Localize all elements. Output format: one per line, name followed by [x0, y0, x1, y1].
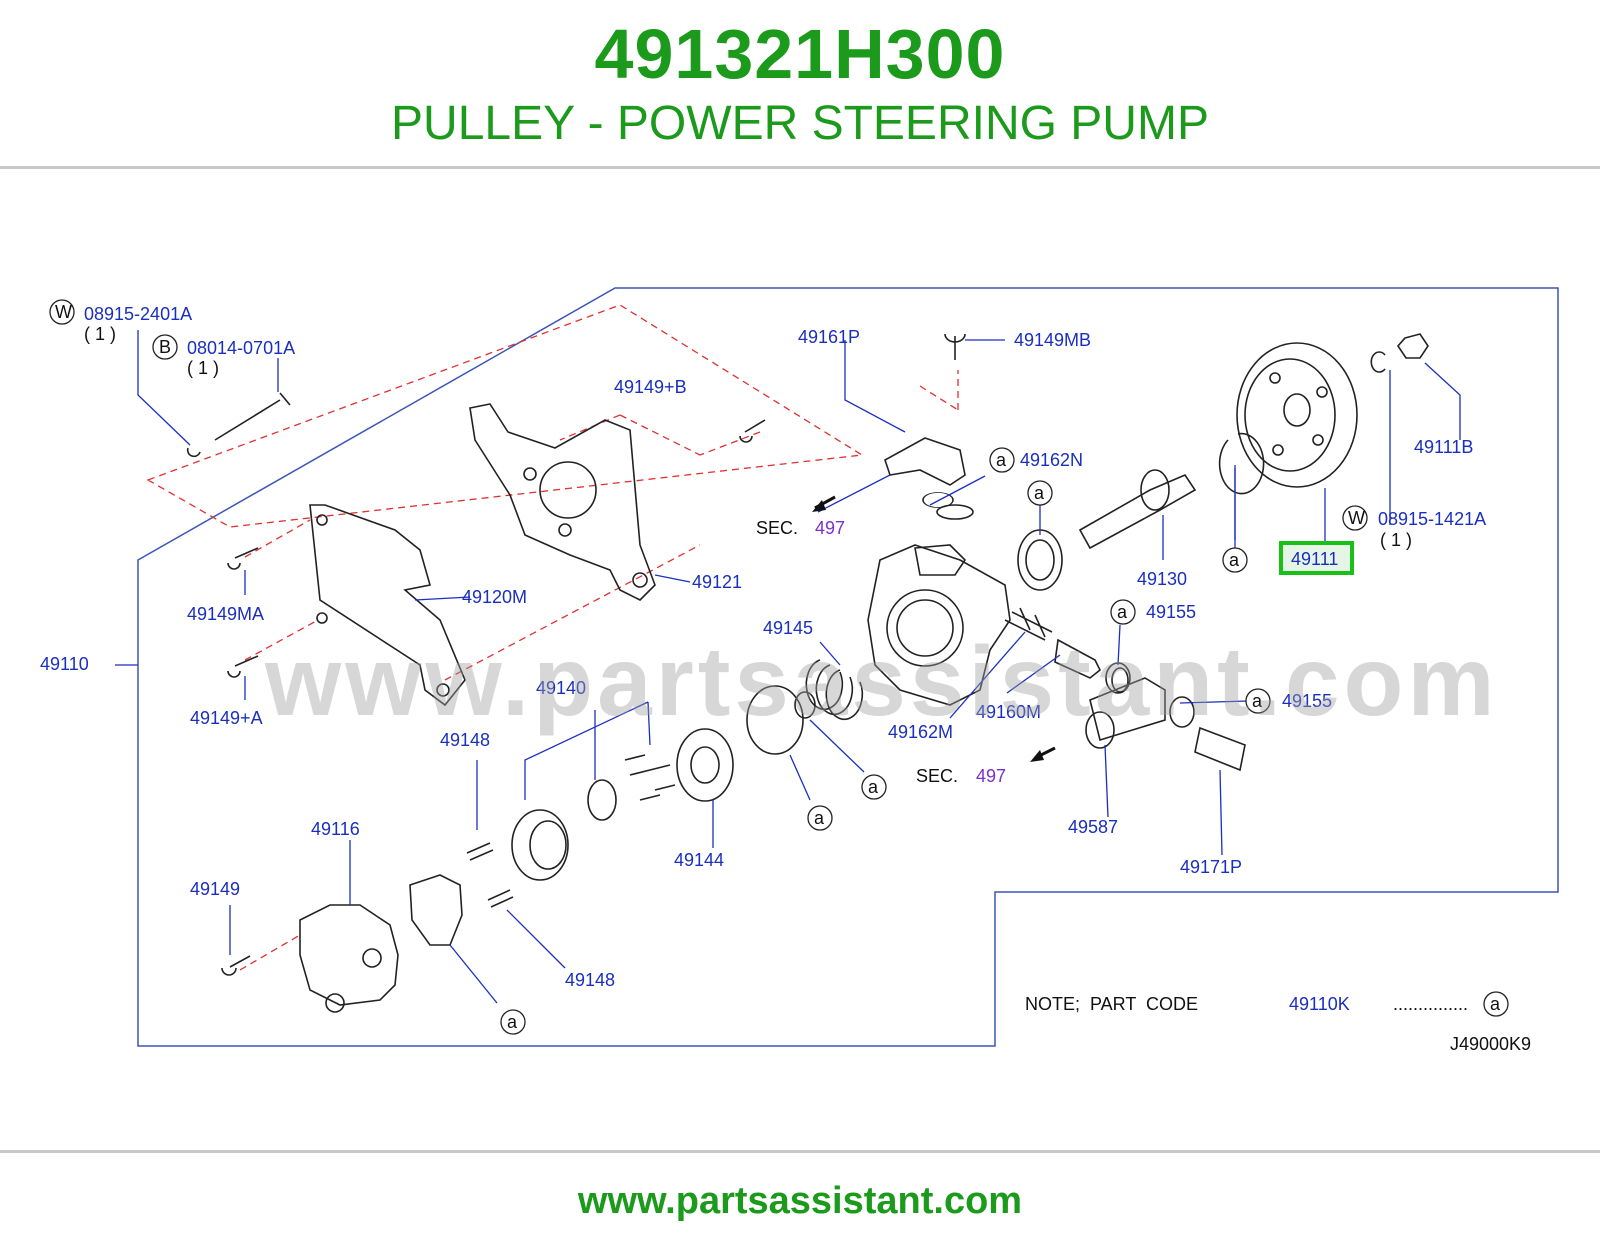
note-part-code[interactable]: 49110K: [1289, 994, 1350, 1014]
part-drawings: [186, 333, 1429, 1013]
callout-49145[interactable]: 49145: [763, 618, 813, 638]
callout-08915-2401A[interactable]: 08915-2401A: [84, 304, 192, 324]
callout-49148-b[interactable]: 49148: [565, 970, 615, 990]
note-block: NOTE; PART CODE 49110K ............... J…: [1025, 994, 1531, 1054]
callout-49171P[interactable]: 49171P: [1180, 857, 1242, 877]
footer-divider: [0, 1150, 1600, 1153]
marker-a-9: a: [1490, 994, 1501, 1014]
marker-a-group: a a a a a a a a a: [500, 447, 1509, 1035]
callout-49155-b[interactable]: 49155: [1282, 691, 1332, 711]
assembly-boundary: [137, 287, 1559, 1047]
callout-49587[interactable]: 49587: [1068, 817, 1118, 837]
callout-49121[interactable]: 49121: [692, 572, 742, 592]
callout-49110[interactable]: 49110: [40, 654, 89, 674]
callout-49149MB[interactable]: 49149MB: [1014, 330, 1091, 350]
callout-49149MA[interactable]: 49149MA: [187, 604, 264, 624]
callout-49148-a[interactable]: 49148: [440, 730, 490, 750]
marker-b: B: [159, 337, 171, 357]
callout-49149A[interactable]: 49149+A: [190, 708, 263, 728]
marker-a-7: a: [814, 808, 825, 828]
part-name-subtitle: PULLEY - POWER STEERING PUMP: [391, 97, 1209, 150]
section-arrows: [812, 495, 1056, 762]
callout-49111B[interactable]: 49111B: [1414, 437, 1473, 457]
leader-lines: [115, 330, 1461, 1004]
watermark: www.partsassistant.com: [265, 626, 1499, 736]
sec-ref-2-label: SEC.: [916, 766, 958, 786]
marker-a-5: a: [1252, 691, 1263, 711]
marker-a-2: a: [1034, 483, 1045, 503]
marker-w-1: W: [55, 302, 72, 322]
callout-08915-1421A[interactable]: 08915-1421A: [1378, 509, 1486, 529]
highlight-box-49111: [1279, 541, 1354, 575]
marker-a-6: a: [868, 777, 879, 797]
part-number-title: 491321H300: [594, 15, 1006, 93]
note-label: NOTE; PART CODE: [1025, 994, 1198, 1014]
qty-08915-2401A: ( 1 ): [84, 324, 116, 344]
callout-49111[interactable]: 49111: [1291, 549, 1338, 569]
marker-a-8: a: [507, 1012, 518, 1032]
callout-49160M[interactable]: 49160M: [976, 702, 1041, 722]
callout-49130[interactable]: 49130: [1137, 569, 1187, 589]
callout-49149[interactable]: 49149: [190, 879, 240, 899]
qty-08014-0701A: ( 1 ): [187, 358, 219, 378]
section-references: SEC. 497 SEC. 497: [756, 518, 1006, 786]
note-dots: ...............: [1393, 994, 1468, 1014]
diagram-code: J49000K9: [1450, 1034, 1531, 1054]
callout-49144[interactable]: 49144: [674, 850, 724, 870]
callout-49155-a[interactable]: 49155: [1146, 602, 1196, 622]
marker-circles: W B W a a a a a a a a a: [49, 299, 1509, 1035]
sec-ref-2-number[interactable]: 497: [976, 766, 1006, 786]
alignment-dashed-lines: [146, 304, 959, 971]
callout-49120M[interactable]: 49120M: [462, 587, 527, 607]
callout-49162N[interactable]: 49162N: [1020, 450, 1083, 470]
marker-w-2: W: [1348, 508, 1365, 528]
sec-ref-1-label: SEC.: [756, 518, 798, 538]
callout-49161P[interactable]: 49161P: [798, 327, 860, 347]
header-divider: [0, 166, 1600, 169]
callout-08014-0701A[interactable]: 08014-0701A: [187, 338, 295, 358]
footer-url[interactable]: www.partsassistant.com: [577, 1180, 1023, 1222]
callout-labels[interactable]: 08915-2401A ( 1 ) 08014-0701A ( 1 ) 4916…: [40, 304, 1486, 990]
callout-49140[interactable]: 49140: [536, 678, 586, 698]
marker-a-4: a: [1117, 602, 1128, 622]
sec-ref-1-number[interactable]: 497: [815, 518, 845, 538]
qty-08915-1421A: ( 1 ): [1380, 530, 1412, 550]
marker-a-3: a: [1229, 550, 1240, 570]
callout-49149B[interactable]: 49149+B: [614, 377, 687, 397]
marker-a-1: a: [996, 450, 1007, 470]
callout-49162M[interactable]: 49162M: [888, 722, 953, 742]
callout-49116[interactable]: 49116: [311, 819, 360, 839]
